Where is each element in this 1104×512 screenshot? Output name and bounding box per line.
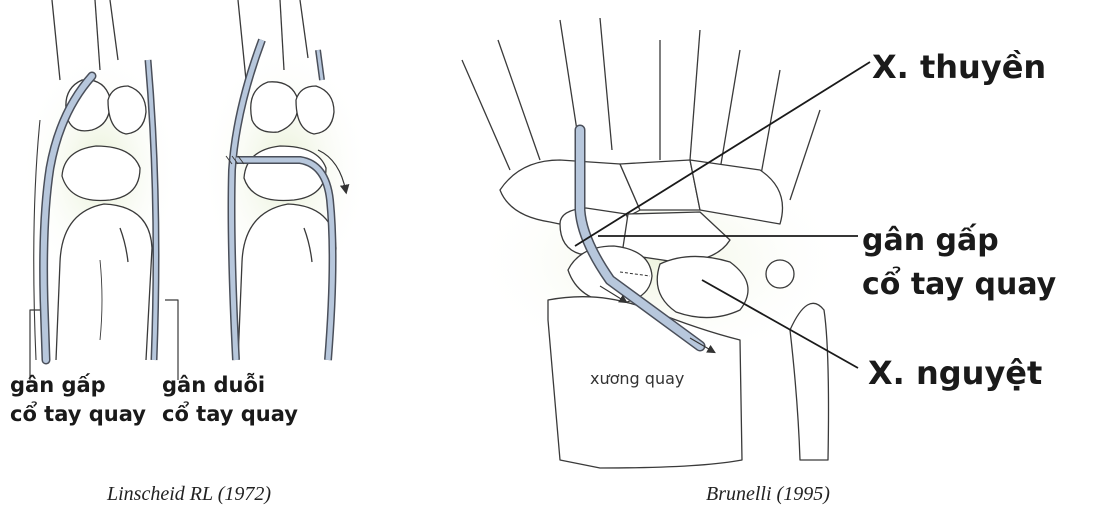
left-caption: Linscheid RL (1972): [106, 483, 271, 505]
right-caption: Brunelli (1995): [706, 483, 830, 505]
scaphoid-label: X. thuyền: [872, 48, 1046, 86]
radius-label: xương quay: [590, 369, 684, 388]
left-extensor-label-line1: gân duỗi: [162, 373, 265, 397]
tendon-label-line2: cổ tay quay: [862, 266, 1057, 302]
tendon-label-line1: gân gấp: [862, 223, 999, 258]
left-figure-extensor-wrist: [200, 0, 370, 360]
left-flexor-label-line2: cổ tay quay: [10, 401, 146, 426]
left-figure-flexor-wrist: [20, 0, 180, 380]
left-flexor-label-line1: gân gấp: [10, 373, 106, 397]
lunate-label: X. nguyệt: [868, 354, 1042, 392]
left-extensor-label-line2: cổ tay quay: [162, 401, 298, 426]
right-figure-wrist-bones: [462, 18, 850, 468]
